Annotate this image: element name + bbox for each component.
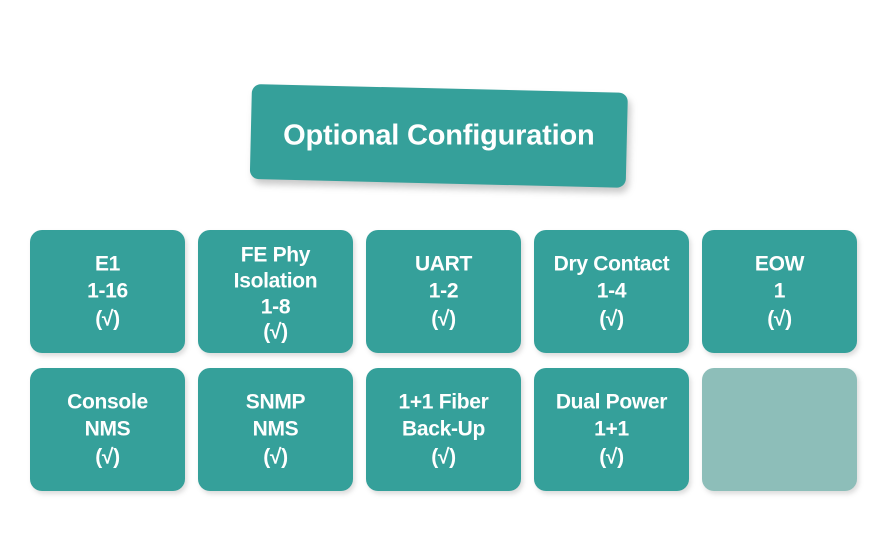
feature-tile-line: 1-8 [260,294,291,318]
feature-tile-line: NMS [252,417,299,441]
feature-tile-text: EOW 1 (√) [685,250,875,333]
feature-tile-line: E1 [94,251,121,275]
feature-availability-mark: (√) [431,307,456,331]
feature-tile-line: FE Phy [240,243,311,267]
feature-tile-line: 1-2 [428,279,459,303]
feature-tile-text: Dual Power 1+1 (√) [517,388,707,471]
feature-tile-text: E1 1-16 (√) [13,250,203,333]
feature-tile[interactable]: SNMP NMS (√) [198,368,353,491]
feature-tile[interactable]: Dual Power 1+1 (√) [534,368,689,491]
page-title: Optional Configuration [283,119,595,152]
feature-availability-mark: (√) [95,307,120,331]
feature-tile-line: Back-Up [401,417,486,441]
feature-tile-line: Isolation [233,269,318,293]
feature-tile-line: SNMP [245,389,306,413]
feature-tile-line: UART [414,251,473,275]
feature-tile-text: Dry Contact 1-4 (√) [517,250,707,333]
feature-tile-line: 1 [773,279,786,303]
title-banner: Optional Configuration [249,84,628,193]
feature-tile-line: NMS [84,417,131,441]
feature-tile-text: UART 1-2 (√) [349,250,539,333]
feature-tile-placeholder [702,368,857,491]
feature-availability-mark: (√) [263,320,288,344]
feature-availability-mark: (√) [95,445,120,469]
feature-tile-text: SNMP NMS (√) [181,388,371,471]
feature-availability-mark: (√) [431,445,456,469]
feature-tile-line: Dual Power [555,389,668,413]
feature-tile[interactable]: Dry Contact 1-4 (√) [534,230,689,353]
feature-tile-line: Console [67,389,148,413]
feature-tile[interactable]: E1 1-16 (√) [30,230,185,353]
feature-availability-mark: (√) [767,307,792,331]
feature-tile[interactable]: EOW 1 (√) [702,230,857,353]
feature-tile-line: Dry Contact [553,251,670,275]
feature-tile-line: 1+1 [594,417,629,441]
feature-tile[interactable]: UART 1-2 (√) [366,230,521,353]
feature-availability-mark: (√) [599,445,624,469]
feature-tile-line: 1-4 [596,279,627,303]
feature-availability-mark: (√) [263,445,288,469]
feature-tile-line: 1+1 Fiber [398,389,489,413]
feature-availability-mark: (√) [599,307,624,331]
feature-tile-line: 1-16 [87,279,128,303]
feature-tile-line: EOW [754,251,805,275]
